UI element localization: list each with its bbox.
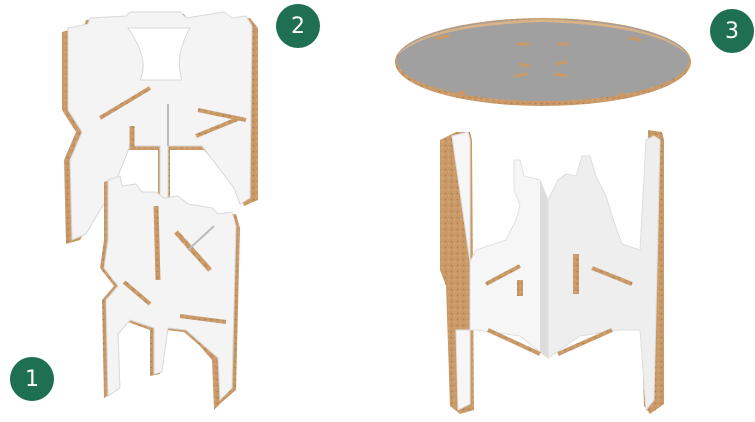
assembled-stool-base xyxy=(440,130,664,414)
step-1-number: 1 xyxy=(25,366,39,392)
stool-piece-lower xyxy=(100,175,240,410)
tabletop xyxy=(395,18,691,106)
step-1-badge: 1 xyxy=(10,357,54,401)
step-3-number: 3 xyxy=(725,18,739,44)
tabletop-slots xyxy=(434,34,642,98)
step-2-number: 2 xyxy=(291,13,305,39)
step-3-badge: 3 xyxy=(710,9,754,53)
step-2-badge: 2 xyxy=(276,4,320,48)
